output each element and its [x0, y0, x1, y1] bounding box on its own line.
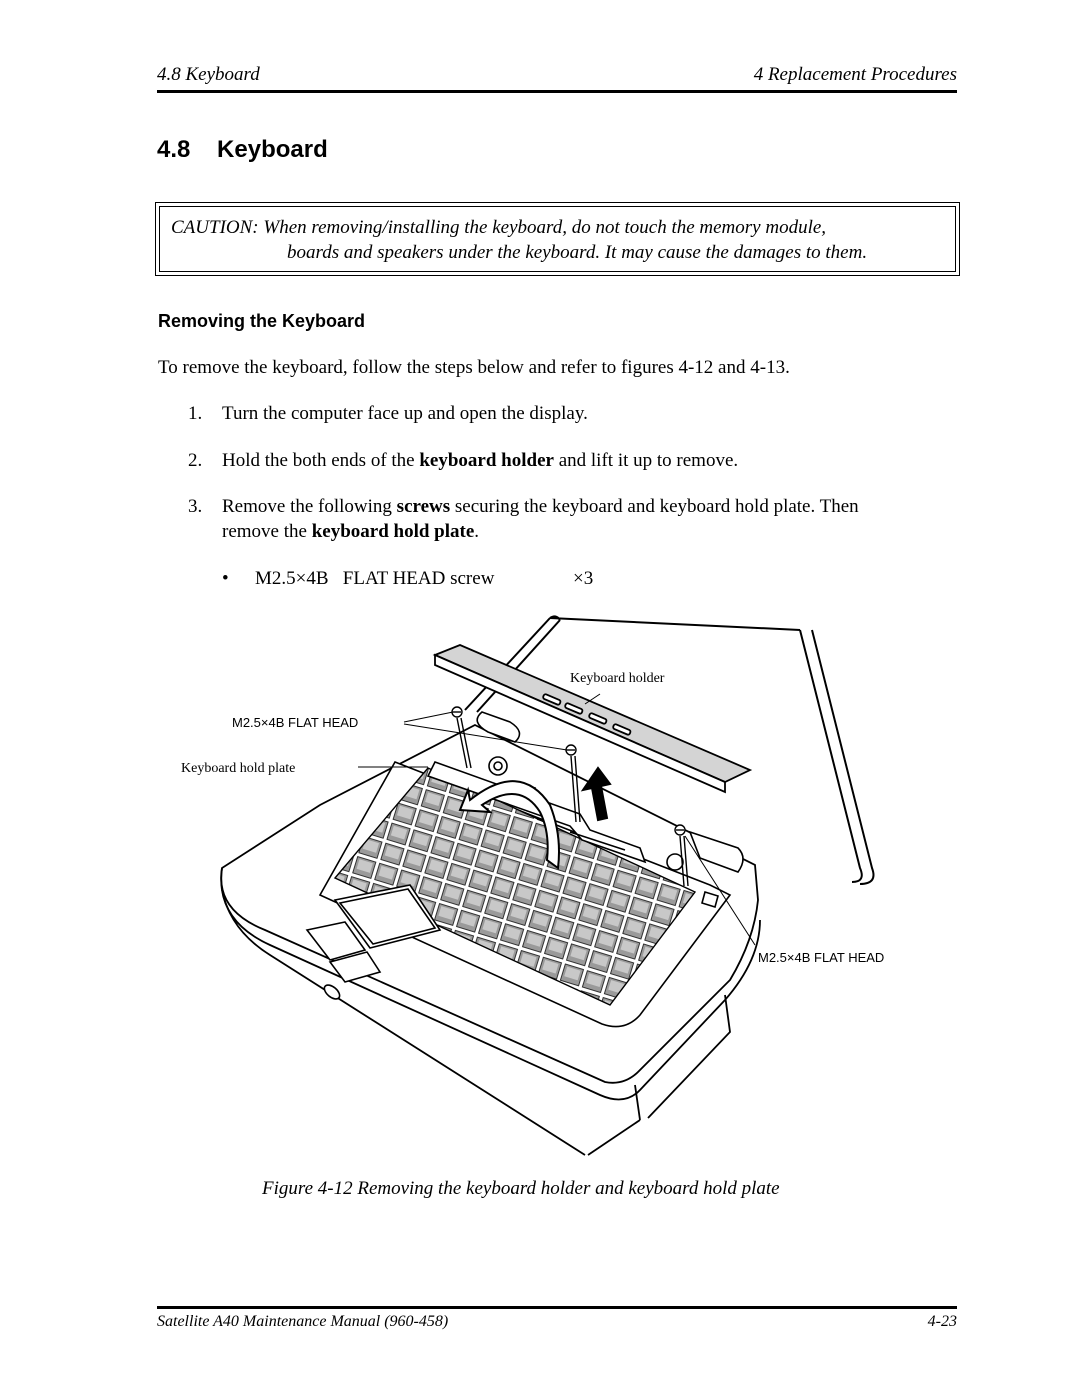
intro-paragraph: To remove the keyboard, follow the steps… — [158, 357, 790, 378]
header-rule — [157, 90, 957, 93]
figure-caption: Figure 4-12 Removing the keyboard holder… — [262, 1178, 780, 1199]
header-section-label: 4.8 Keyboard — [157, 64, 260, 85]
bullet-symbol: • — [222, 568, 229, 589]
subheading: Removing the Keyboard — [158, 311, 366, 331]
caution-box — [155, 202, 960, 276]
step-3-pre: Remove the following — [222, 496, 397, 517]
caution-inner-border — [159, 206, 956, 272]
step-3-line2-post: . — [474, 521, 480, 542]
bullet-screw-spec: M2.5×4B FLAT HEAD screw — [255, 568, 495, 589]
running-header: 4.8 Keyboard 4 Replacement Procedures — [157, 64, 957, 90]
step-2-bold: keyboard holder — [419, 450, 554, 471]
step-3-line2-pre: remove the — [222, 521, 312, 542]
laptop-illustration: Keyboard holder M2.5×4B FLAT HEAD Keyboa… — [181, 615, 884, 1156]
keyboard-keys — [333, 767, 697, 1006]
label-screw-bottom: M2.5×4B FLAT HEAD — [758, 950, 884, 965]
step-2-pre: Hold the both ends of the — [222, 450, 420, 471]
header-chapter-label: 4 Replacement Procedures — [753, 64, 957, 85]
display-lid — [464, 615, 875, 885]
touchpad — [305, 884, 442, 1000]
footer-page-number: 4-23 — [927, 1313, 957, 1330]
step-1-number: 1. — [188, 403, 203, 424]
keyboard-removal-figure: Keyboard holder M2.5×4B FLAT HEAD Keyboa… — [170, 600, 950, 1160]
removal-arrows — [458, 766, 612, 870]
label-keyboard-hold-plate: Keyboard hold plate — [181, 761, 295, 776]
step-3-bold: screws — [396, 496, 451, 517]
hinge — [476, 711, 744, 909]
label-keyboard-holder: Keyboard holder — [570, 671, 665, 686]
step-1-text: Turn the computer face up and open the d… — [222, 403, 588, 424]
step-3-number: 3. — [188, 496, 203, 517]
keyboard-holder — [432, 644, 753, 794]
caution-line-2: boards and speakers under the keyboard. … — [287, 242, 868, 263]
label-screw-top: M2.5×4B FLAT HEAD — [232, 715, 358, 730]
footer-rule — [157, 1306, 957, 1309]
step-2-text: Hold the both ends of the keyboard holde… — [222, 450, 738, 472]
step-3-text-line-1: Remove the following screws securing the… — [222, 496, 859, 518]
step-3-line2-bold: keyboard hold plate — [311, 521, 475, 542]
footer-manual-title: Satellite A40 Maintenance Manual (960-45… — [157, 1313, 449, 1330]
step-2-number: 2. — [188, 450, 203, 471]
screws — [451, 706, 689, 887]
bullet-screw-qty: ×3 — [573, 568, 594, 589]
label-leaders — [358, 693, 756, 946]
caution-line-1: CAUTION: When removing/installing the ke… — [171, 217, 827, 238]
section-title: 4.8 Keyboard — [157, 136, 328, 163]
step-3-text-line-2: remove the keyboard hold plate. — [222, 521, 479, 543]
step-2-post: and lift it up to remove. — [553, 450, 739, 471]
step-3-post: securing the keyboard and keyboard hold … — [450, 496, 859, 517]
